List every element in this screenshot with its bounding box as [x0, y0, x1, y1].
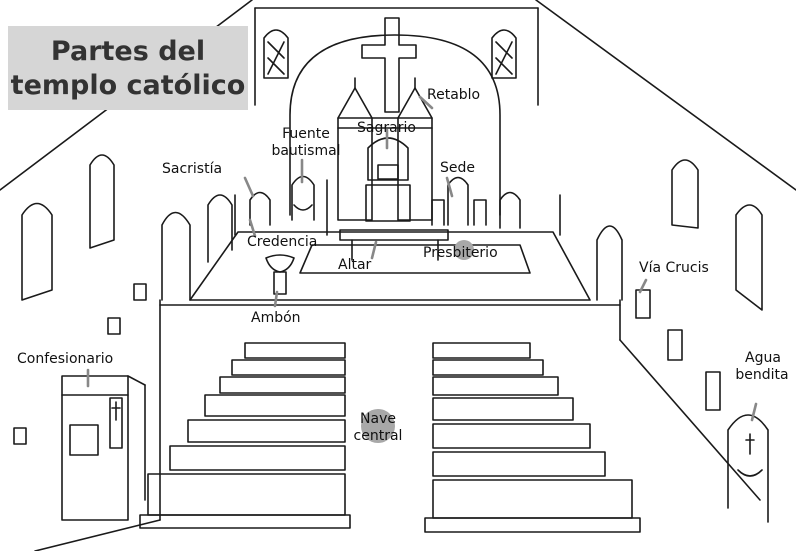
presbiterio-marker [454, 240, 474, 260]
label-nave-2: central [353, 428, 403, 444]
pointer-arrows [86, 95, 758, 422]
apse-arch [289, 34, 501, 216]
label-confesionario: Confesionario [17, 351, 114, 367]
holy-water-drawing [727, 414, 769, 523]
label-sacristia: Sacristía [162, 161, 223, 177]
nave-central-marker [361, 409, 395, 443]
side-windows [21, 154, 763, 311]
doors [161, 194, 623, 301]
title-line-2: templo católico [10, 70, 246, 101]
via-crucis-frames [13, 283, 721, 445]
label-credencia: Credencia [247, 234, 318, 250]
label-fuente-2: bautismal [271, 143, 341, 159]
label-ambon: Ambón [251, 310, 301, 326]
label-agua-1: Agua [745, 350, 781, 366]
title-line-1: Partes del [50, 36, 206, 67]
label-fuente-1: Fuente [282, 126, 330, 142]
label-sagrario: Sagrario [357, 120, 416, 136]
pews-left [139, 342, 351, 529]
presbiterio-platform [189, 229, 591, 301]
confessional-drawing [61, 375, 146, 521]
title-box: Partes del templo católico [8, 26, 248, 110]
cross-icon [361, 17, 417, 113]
label-via-crucis: Vía Crucis [639, 260, 709, 276]
pews-right [424, 342, 641, 533]
label-agua-2: bendita [735, 367, 789, 383]
label-altar: Altar [338, 257, 372, 273]
label-nave-1: Nave [360, 411, 396, 427]
label-presbiterio: Presbiterio [423, 245, 498, 261]
upper-windows [263, 29, 517, 79]
label-sede: Sede [440, 160, 475, 176]
label-retablo: Retablo [427, 87, 481, 103]
retablo-drawing [337, 77, 433, 222]
